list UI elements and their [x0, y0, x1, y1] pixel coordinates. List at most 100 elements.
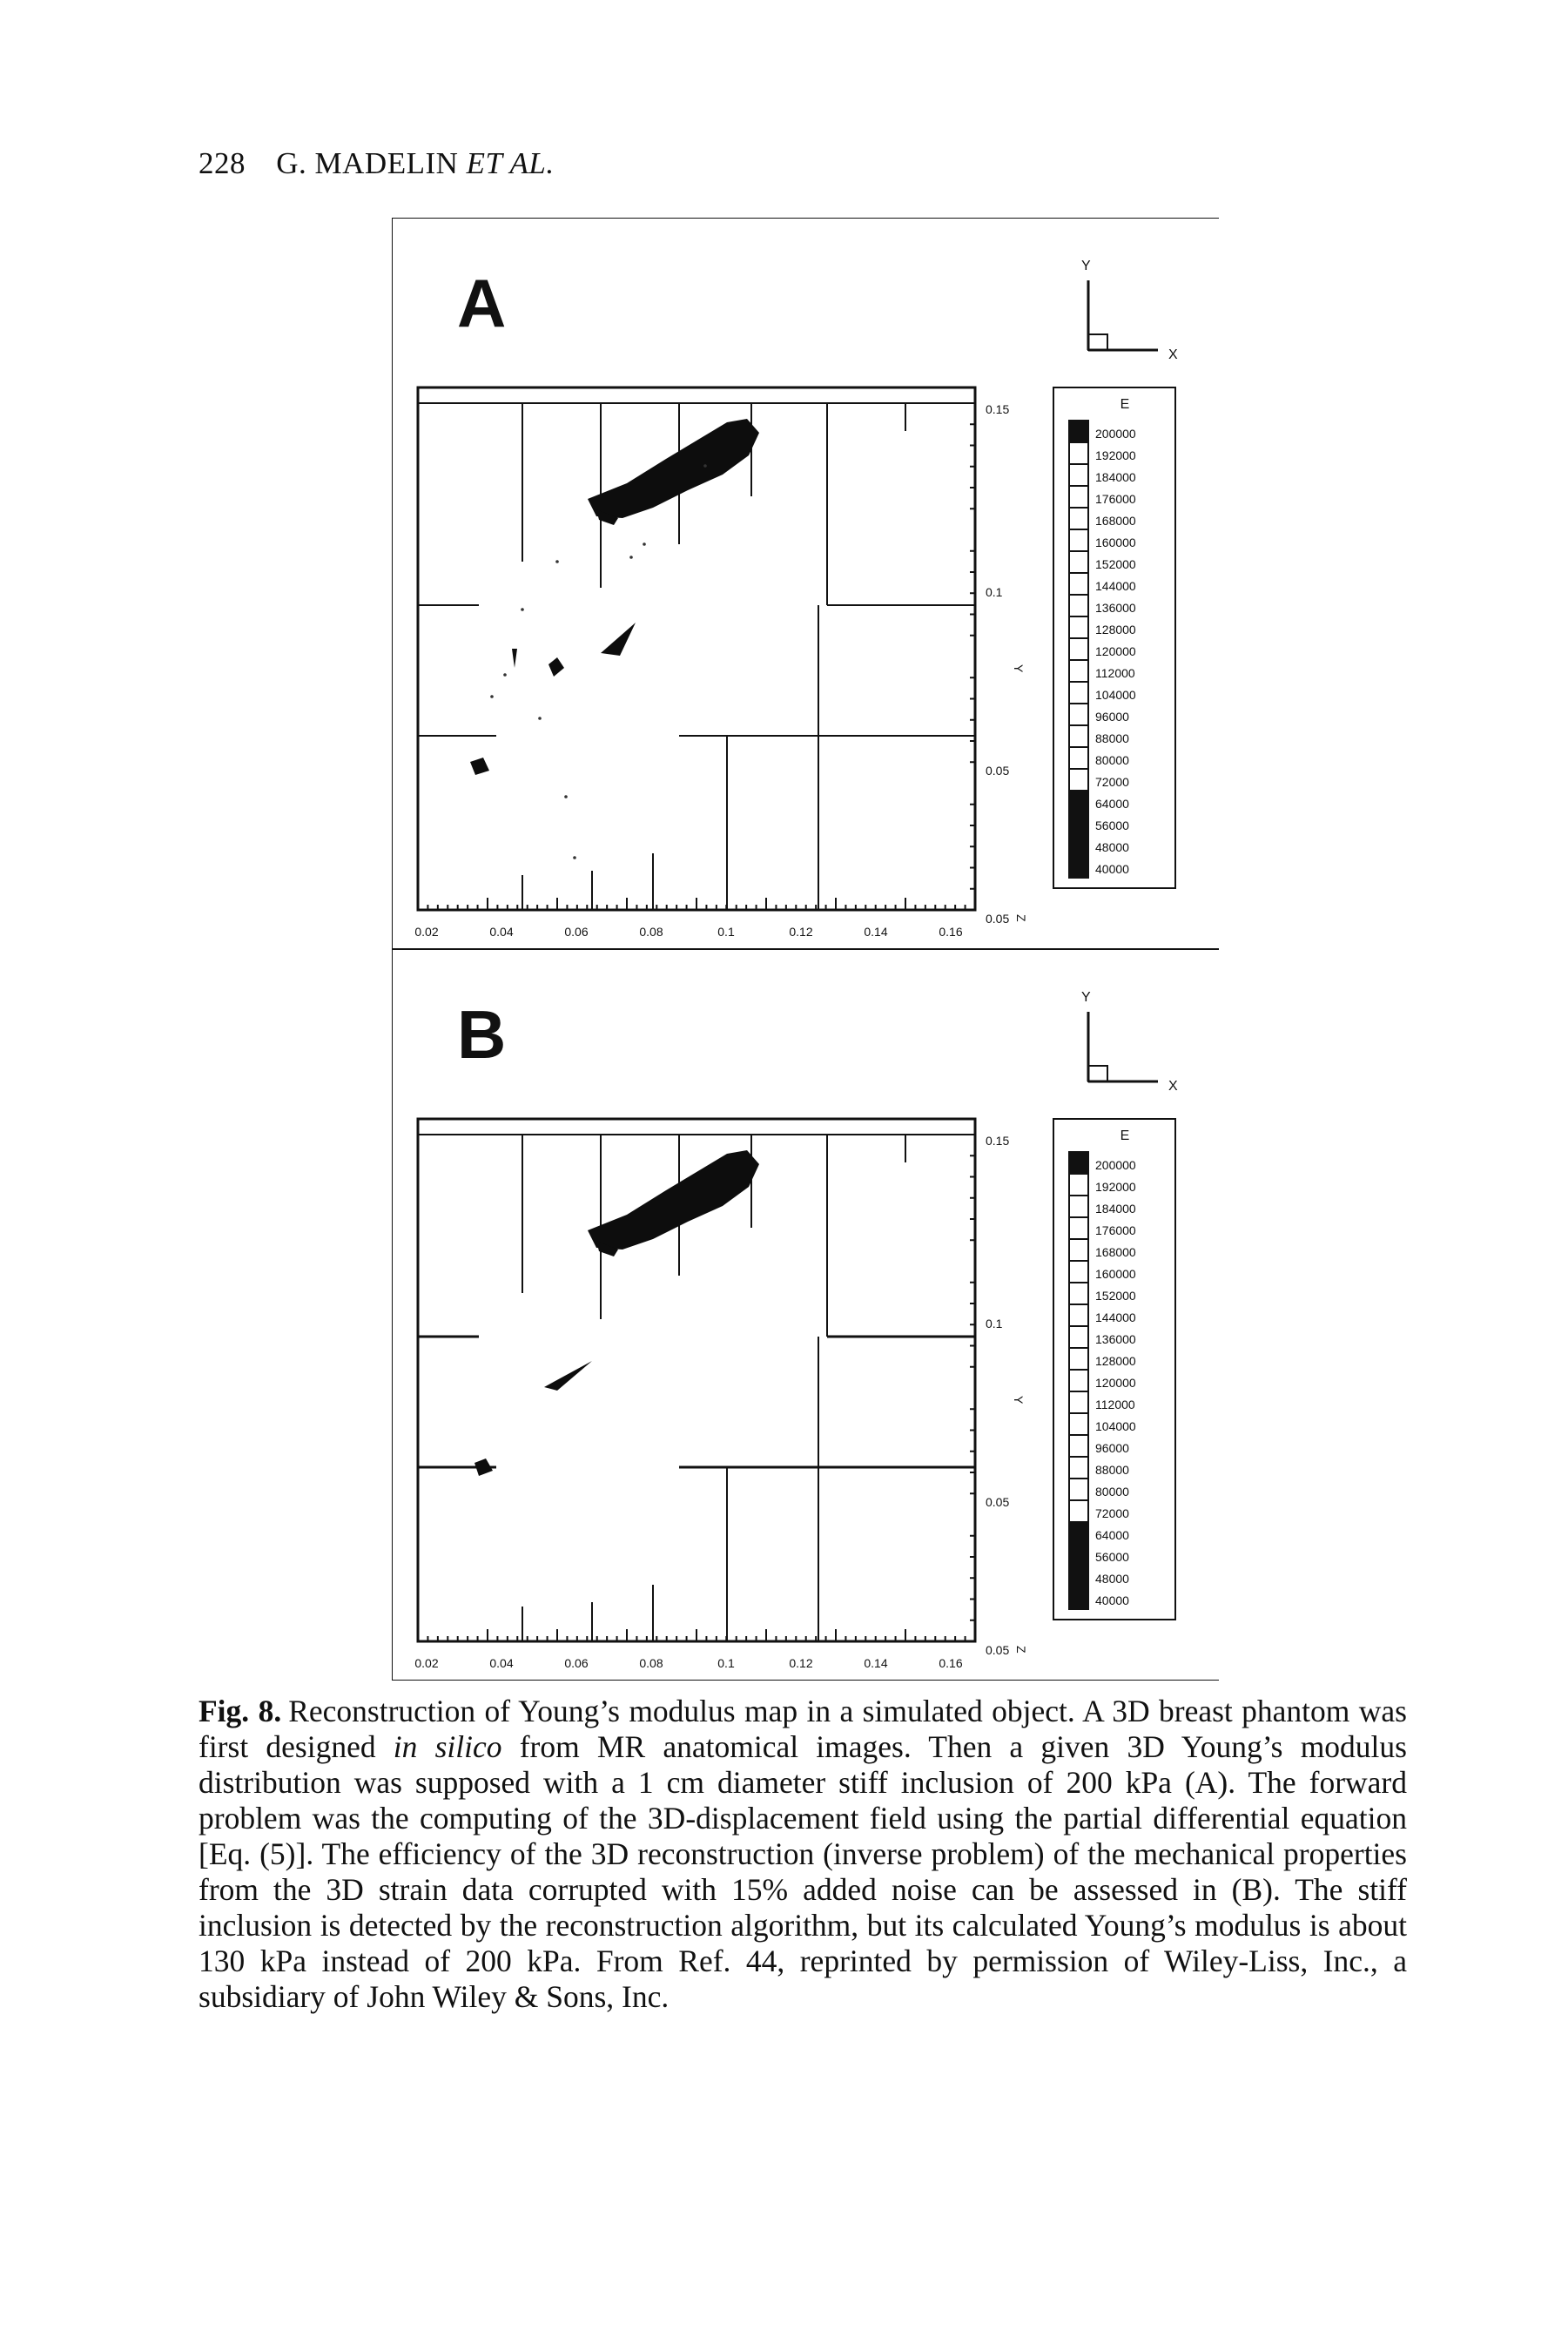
legend-value: 200000	[1095, 427, 1136, 441]
legend-value: 112000	[1095, 666, 1135, 680]
legend-value: 56000	[1095, 1550, 1129, 1564]
legend-swatch	[1068, 681, 1089, 704]
y-axis-label: Y	[1012, 664, 1026, 673]
legend-swatch	[1068, 1391, 1089, 1414]
legend-swatch	[1068, 833, 1089, 857]
legend-swatch	[1068, 1369, 1089, 1392]
y-tick-label: 0.15	[986, 1134, 1009, 1148]
legend-value: 64000	[1095, 797, 1129, 811]
x-tick-label: 0.06	[564, 925, 588, 939]
x-tick-label: 0.02	[414, 925, 438, 939]
inclusion-tail	[596, 509, 618, 525]
legend-value: 72000	[1095, 775, 1129, 789]
noise-dot	[573, 856, 576, 859]
legend-swatch	[1068, 746, 1089, 770]
x-tick-label: 0.08	[639, 1656, 663, 1670]
legend-swatch	[1068, 1238, 1089, 1262]
header-authors: G. MADELIN	[276, 146, 459, 180]
x-tick-label: 0.08	[639, 925, 663, 939]
figure-caption: Fig. 8.Reconstruction of Young’s modulus…	[199, 1694, 1407, 2015]
inclusion-blob	[588, 1150, 759, 1250]
legend-swatch	[1068, 594, 1089, 617]
legend-value: 48000	[1095, 840, 1129, 854]
legend-value: 88000	[1095, 731, 1129, 745]
y-tick-label: 0.15	[986, 402, 1009, 416]
x-tick-label: 0.16	[939, 925, 962, 939]
legend-swatch	[1068, 1543, 1089, 1566]
legend-swatch	[1068, 507, 1089, 530]
triad-y-label: Y	[1081, 990, 1091, 1005]
legend-swatch	[1068, 1303, 1089, 1327]
legend-title: E	[1120, 1128, 1130, 1143]
z-axis-label: Z	[1014, 914, 1028, 922]
running-header: 228 G. MADELIN ET AL.	[199, 146, 555, 181]
caption-italic: in silico	[393, 1729, 502, 1764]
legend-swatch	[1068, 485, 1089, 509]
legend-value: 96000	[1095, 1441, 1129, 1455]
legend-value: 192000	[1095, 448, 1136, 462]
legend-value: 72000	[1095, 1506, 1129, 1520]
legend-value: 184000	[1095, 1202, 1136, 1216]
y-tick-label: 0.05	[986, 912, 1009, 926]
legend-swatch	[1068, 1521, 1089, 1545]
z-axis-label: Z	[1014, 1646, 1028, 1654]
x-tick-label: 0.14	[864, 925, 887, 939]
noise-dot	[503, 673, 507, 677]
legend-value: 200000	[1095, 1158, 1136, 1172]
header-et-al: ET AL.	[466, 146, 555, 180]
legend-value: 40000	[1095, 862, 1129, 876]
legend-swatch	[1068, 1173, 1089, 1196]
plot-area	[416, 386, 977, 912]
noise-speck	[512, 649, 517, 668]
triad-box	[1087, 1065, 1108, 1082]
legend-value: 168000	[1095, 1245, 1136, 1259]
legend-swatch	[1068, 616, 1089, 639]
legend-value: 104000	[1095, 688, 1136, 702]
legend-value: 80000	[1095, 753, 1129, 767]
noise-arrow	[601, 623, 636, 656]
legend-swatch	[1068, 420, 1089, 443]
caption-text-1: Reconstruction of Young’s modulus map in…	[199, 1694, 1407, 1764]
legend-swatch	[1068, 1412, 1089, 1436]
legend-swatch	[1068, 1434, 1089, 1458]
triad-x-label: X	[1168, 1079, 1178, 1094]
x-tick-label: 0.04	[489, 925, 513, 939]
legend-value: 160000	[1095, 1267, 1136, 1281]
caption-label: Fig. 8.	[199, 1694, 282, 1728]
legend-value: 56000	[1095, 818, 1129, 832]
legend-value: 112000	[1095, 1398, 1135, 1411]
legend-swatch	[1068, 550, 1089, 574]
noise-dot	[490, 695, 494, 698]
x-tick-label: 0.04	[489, 1656, 513, 1670]
legend: E200000192000184000176000168000160000152…	[1053, 387, 1176, 889]
legend-swatch	[1068, 1456, 1089, 1479]
legend-value: 96000	[1095, 710, 1129, 724]
legend-value: 40000	[1095, 1593, 1129, 1607]
legend-swatch	[1068, 812, 1089, 835]
legend-value: 104000	[1095, 1419, 1136, 1433]
x-tick-label: 0.02	[414, 1656, 438, 1670]
legend-value: 120000	[1095, 1376, 1136, 1390]
legend-swatch	[1068, 1347, 1089, 1371]
noise-dot	[564, 795, 568, 798]
legend-swatch	[1068, 1478, 1089, 1501]
legend-value: 152000	[1095, 1289, 1136, 1303]
page-number: 228	[199, 146, 246, 180]
legend-value: 152000	[1095, 557, 1136, 571]
legend-title: E	[1120, 397, 1130, 412]
legend-swatch	[1068, 1565, 1089, 1588]
plot-area	[416, 1117, 977, 1643]
legend-swatch	[1068, 1195, 1089, 1218]
triad-box	[1087, 333, 1108, 351]
feature-arrow	[544, 1361, 592, 1391]
legend-swatch	[1068, 1260, 1089, 1283]
noise-dot	[555, 560, 559, 563]
legend-swatch	[1068, 572, 1089, 596]
legend-swatch	[1068, 724, 1089, 748]
legend-swatch	[1068, 1282, 1089, 1305]
y-tick-label: 0.05	[986, 1495, 1009, 1509]
y-tick-label: 0.05	[986, 1643, 1009, 1657]
legend-swatch	[1068, 1499, 1089, 1523]
